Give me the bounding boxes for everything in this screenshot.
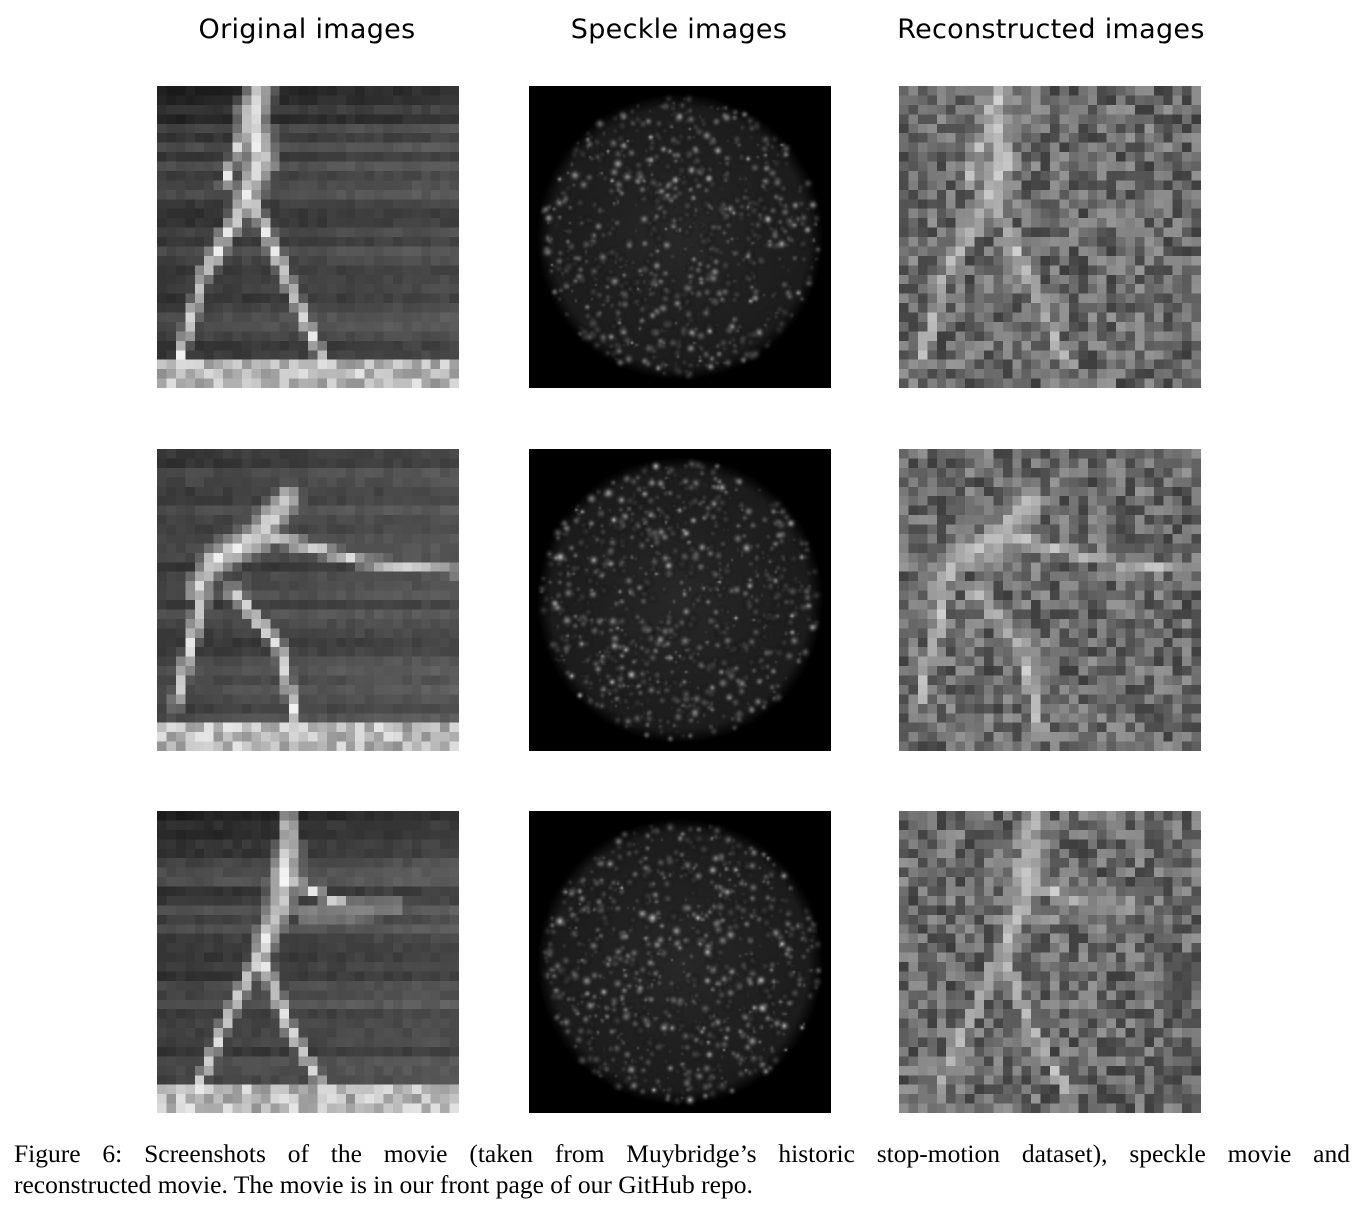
speckle-image-1 [529, 86, 831, 388]
caption-line-1: Figure 6: Screenshots of the movie (take… [14, 1139, 1350, 1168]
speckle-image-3 [529, 811, 831, 1113]
caption-line-2: reconstructed movie. The movie is in our… [14, 1170, 753, 1199]
original-image-1 [157, 86, 459, 388]
reconstructed-image-3 [899, 811, 1201, 1113]
speckle-image-2 [529, 449, 831, 751]
original-image-2 [157, 449, 459, 751]
column-title-speckle: Speckle images [570, 14, 788, 45]
original-image-3 [157, 811, 459, 1113]
reconstructed-image-1 [899, 86, 1201, 388]
figure-caption: Figure 6: Screenshots of the movie (take… [14, 1138, 1350, 1200]
column-title-reconstructed: Reconstructed images [897, 14, 1205, 45]
reconstructed-image-2 [899, 449, 1201, 751]
column-title-original: Original images [198, 14, 416, 45]
